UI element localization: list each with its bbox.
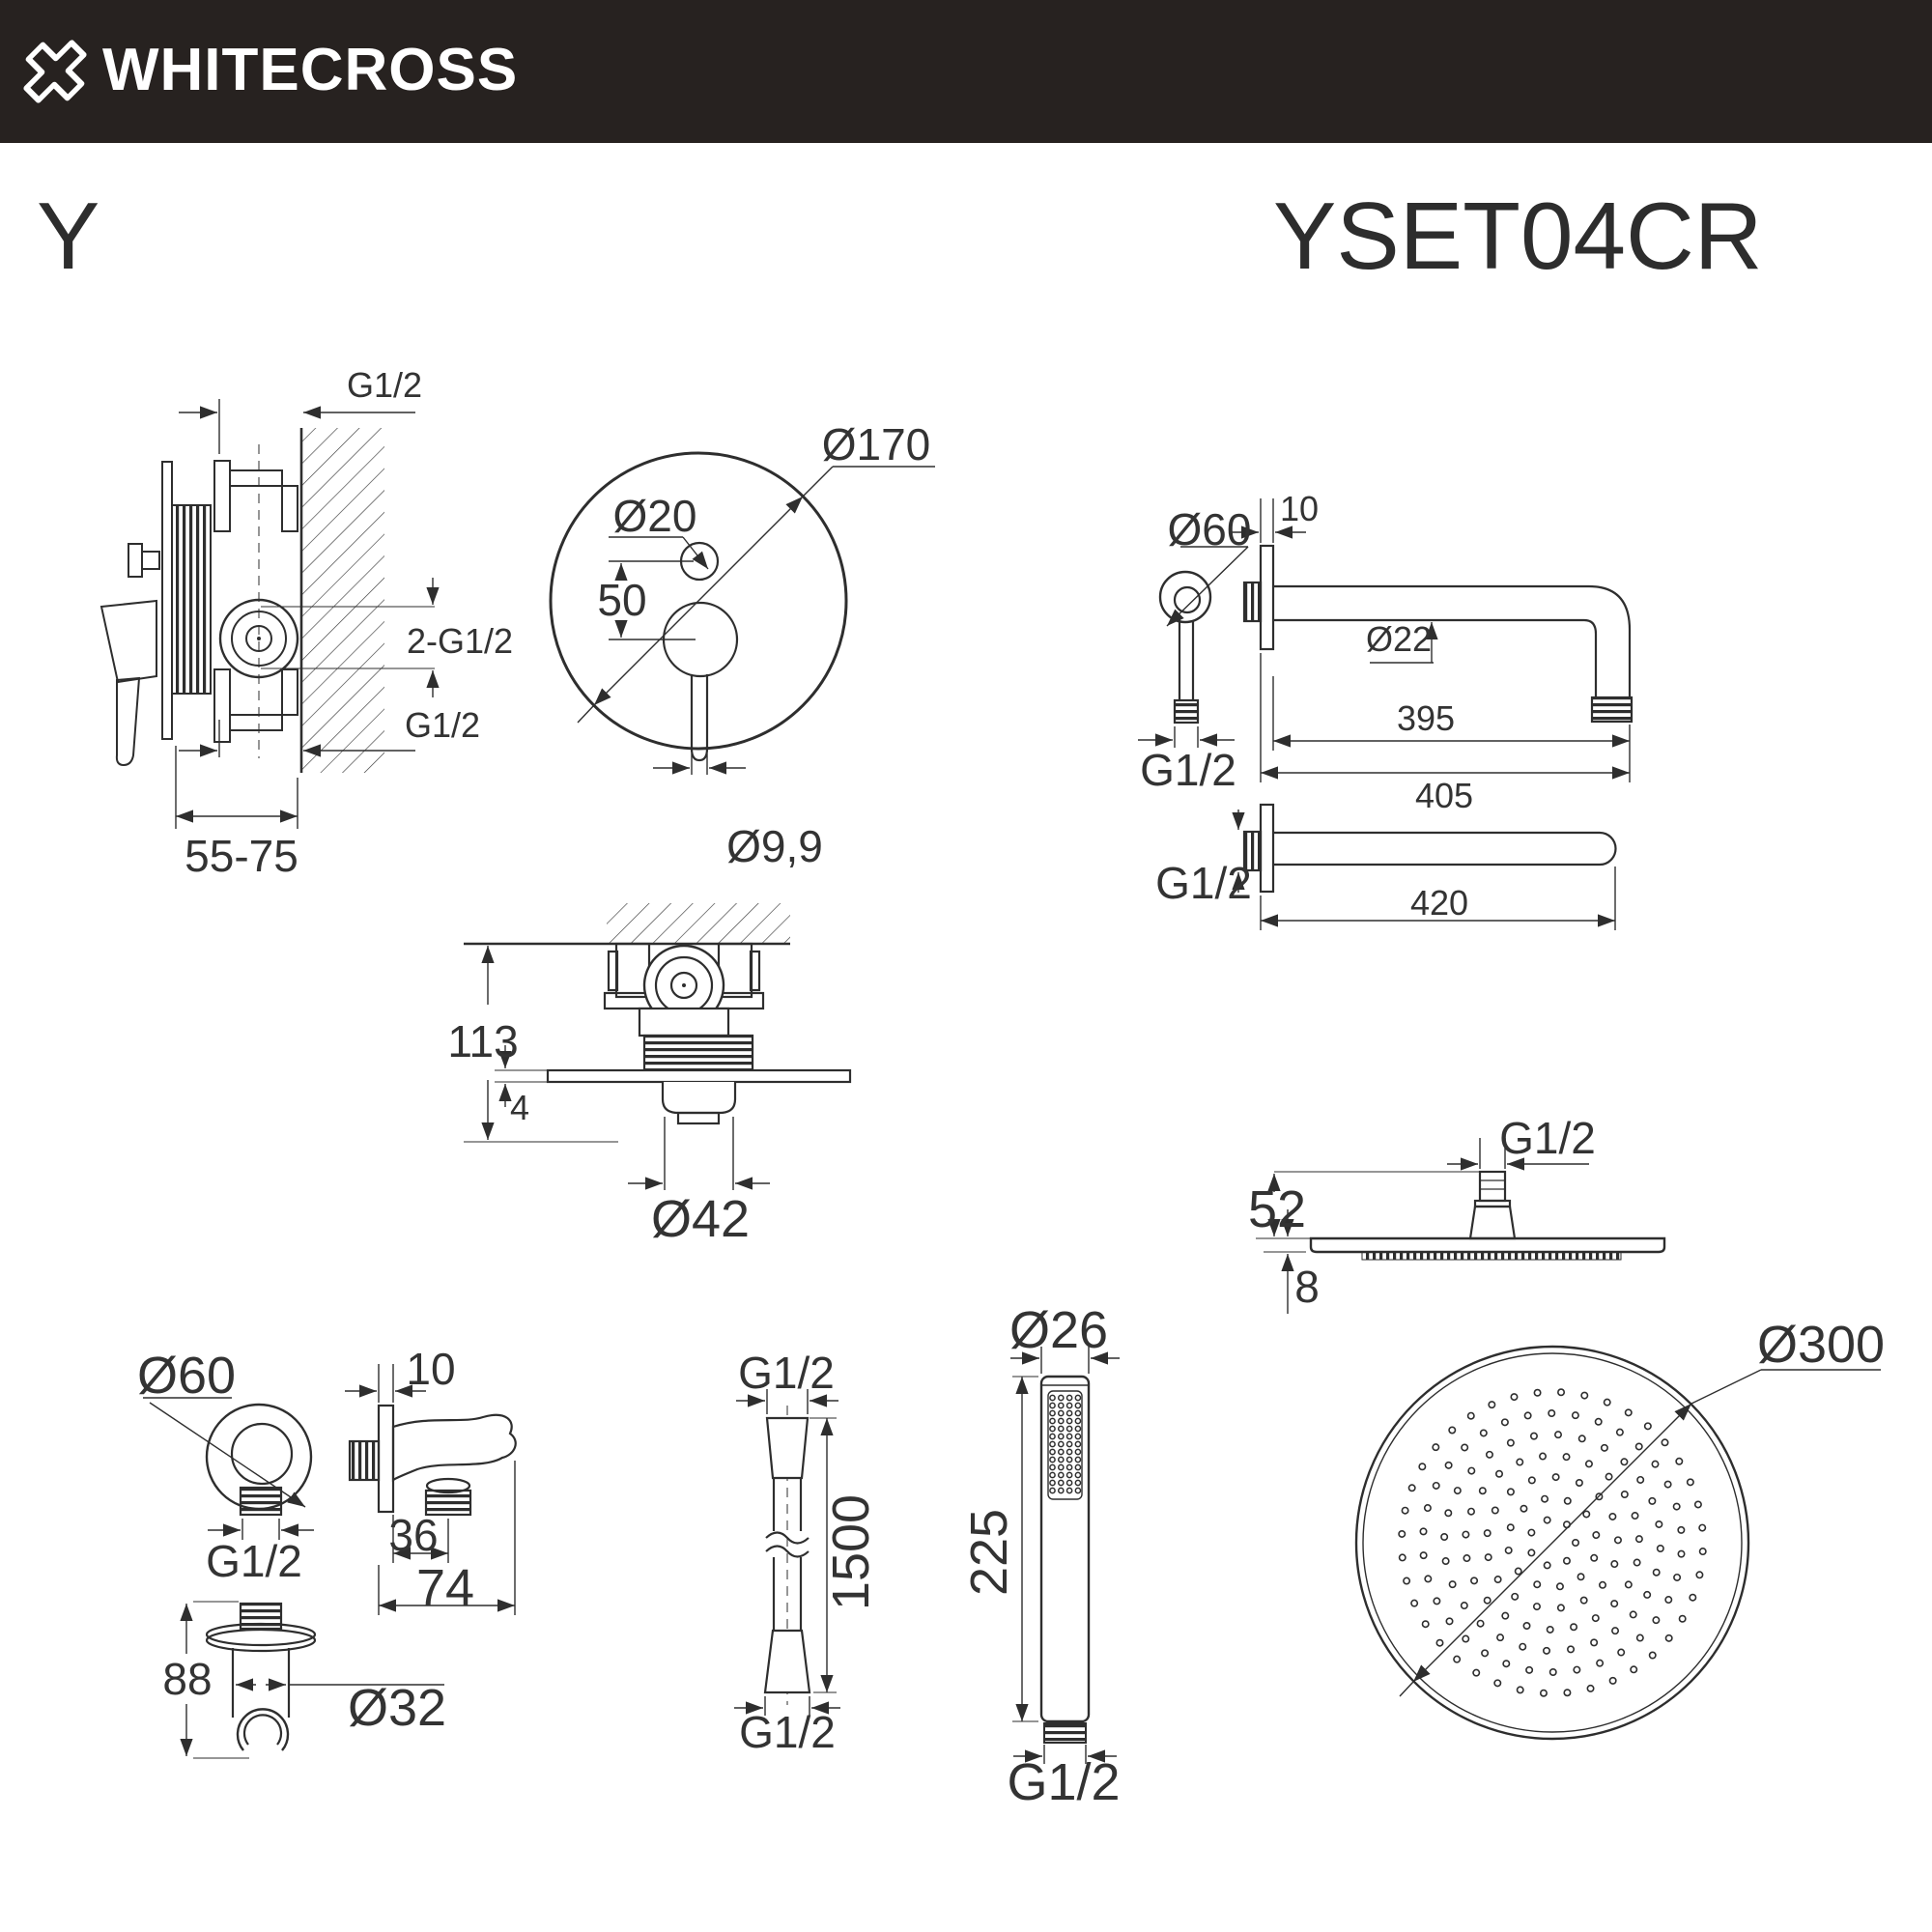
dim-label-d60: Ø60 (1167, 504, 1252, 554)
drawing-hand-shower (1010, 1347, 1120, 1764)
dim-label-g12: G1/2 (1155, 858, 1252, 908)
drawing-valve-section (464, 903, 852, 1190)
dim-label-395: 395 (1396, 698, 1456, 738)
dim-label-d60: Ø60 (136, 1347, 237, 1405)
dim-label-d22: Ø22 (1365, 619, 1433, 659)
dim-label-d42: Ø42 (650, 1190, 751, 1248)
dim-label-4: 4 (509, 1088, 530, 1127)
dim-label-1500: 1500 (822, 1493, 880, 1611)
dim-label-10: 10 (1279, 489, 1320, 528)
dim-label-10: 10 (406, 1344, 456, 1394)
dim-label-g12: G1/2 (1499, 1113, 1596, 1163)
drawing-shower-arms (1138, 498, 1634, 930)
dim-label-d9-9: Ø9,9 (726, 821, 823, 871)
drawing-overhead-shower-top (1354, 1345, 1881, 1741)
dim-label-d26: Ø26 (1009, 1301, 1109, 1359)
dim-label-8: 8 (1294, 1262, 1320, 1312)
dim-label-2-g12: 2-G1/2 (406, 621, 514, 661)
dim-label-g12: G1/2 (1140, 745, 1236, 795)
whitecross-logo-icon (23, 40, 87, 103)
header-bar: WHITECROSS (0, 0, 1932, 143)
dim-label-g12: G1/2 (739, 1707, 836, 1757)
dim-label-d170: Ø170 (821, 419, 931, 469)
dim-label-g12: G1/2 (206, 1536, 302, 1586)
dim-label-52: 52 (1247, 1180, 1307, 1238)
drawing-shower-hose (734, 1389, 840, 1716)
model-title: YSET04CR (1273, 183, 1763, 289)
dim-label-g12: G1/2 (1007, 1753, 1121, 1811)
dim-label-g12: G1/2 (738, 1348, 835, 1398)
dim-label-g12: G1/2 (346, 365, 423, 405)
dim-label-225: 225 (960, 1508, 1018, 1597)
dim-label-74: 74 (415, 1559, 475, 1617)
dim-label-420: 420 (1409, 883, 1469, 923)
hand-shower-nozzle-dots (1049, 1394, 1082, 1494)
drawing-wall-outlet-holder (143, 1364, 517, 1759)
dim-label-d300: Ø300 (1756, 1316, 1886, 1374)
dim-label-g12: G1/2 (404, 705, 481, 745)
brand-name: WHITECROSS (102, 36, 519, 103)
dim-label-depth-range: 55-75 (185, 831, 298, 881)
dim-label-d32: Ø32 (347, 1679, 447, 1737)
dim-label-36: 36 (388, 1510, 439, 1560)
drawing-trim-plate-front (549, 451, 935, 775)
drawing-mixer-side-view (99, 399, 440, 829)
series-title: Y (37, 183, 100, 289)
dim-label-405: 405 (1414, 776, 1474, 815)
dim-label-d20: Ø20 (612, 491, 697, 541)
drawing-overhead-shower-side (1256, 1138, 1666, 1314)
dim-label-113: 113 (447, 1016, 519, 1066)
dim-label-88: 88 (162, 1654, 213, 1704)
dim-label-50: 50 (597, 575, 647, 625)
